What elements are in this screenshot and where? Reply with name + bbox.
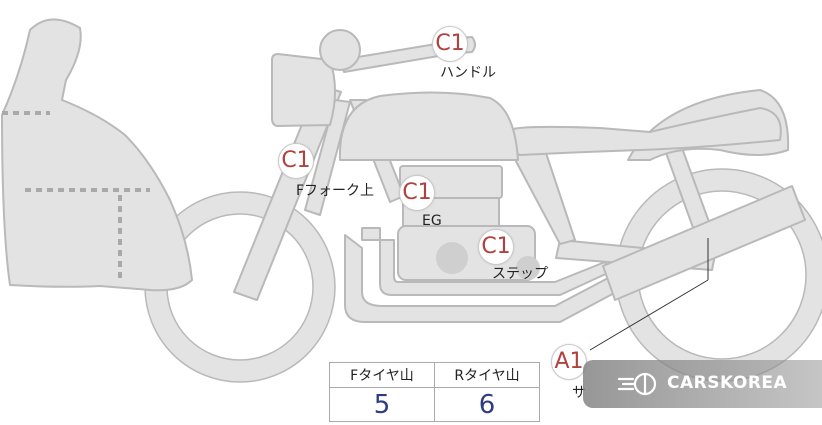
- fairing-dotted-lines: [2, 111, 150, 280]
- watermark: CARSKOREA: [583, 360, 822, 408]
- part-label-engine: EG: [422, 213, 442, 229]
- front-tire-header: Fタイヤ山: [329, 362, 435, 388]
- rear-tire-header: Rタイヤ山: [434, 362, 540, 388]
- muffler: [602, 185, 806, 301]
- fairing: [1, 18, 193, 292]
- grade-badge-engine: C1: [399, 175, 435, 211]
- front-fork-rear: [304, 99, 351, 216]
- mirror: [319, 29, 361, 71]
- part-label-rear: サ: [572, 385, 586, 401]
- grade-badge-handle: C1: [432, 26, 468, 62]
- seat: [507, 107, 782, 156]
- leader-lines: [589, 238, 709, 351]
- carskorea-logo-icon: [617, 372, 657, 396]
- fuel-tank: [338, 91, 519, 161]
- headlight: [271, 53, 336, 127]
- watermark-text: CARSKOREA: [667, 373, 788, 393]
- grade-badge-front-fork: C1: [278, 143, 314, 179]
- rear-tire-value: 6: [434, 387, 540, 422]
- part-label-handle: ハンドル: [440, 65, 496, 81]
- exhaust-pipe-upper: [361, 227, 611, 296]
- part-label-step: ステップ: [492, 266, 548, 282]
- tire-tread-table: Fタイヤ山 Rタイヤ山 5 6: [329, 362, 540, 422]
- grade-badge-step: C1: [478, 229, 514, 265]
- grade-badge-rear: A1: [551, 344, 587, 380]
- front-tire-value: 5: [329, 387, 435, 422]
- part-label-front-fork: Fフォーク上: [296, 183, 375, 199]
